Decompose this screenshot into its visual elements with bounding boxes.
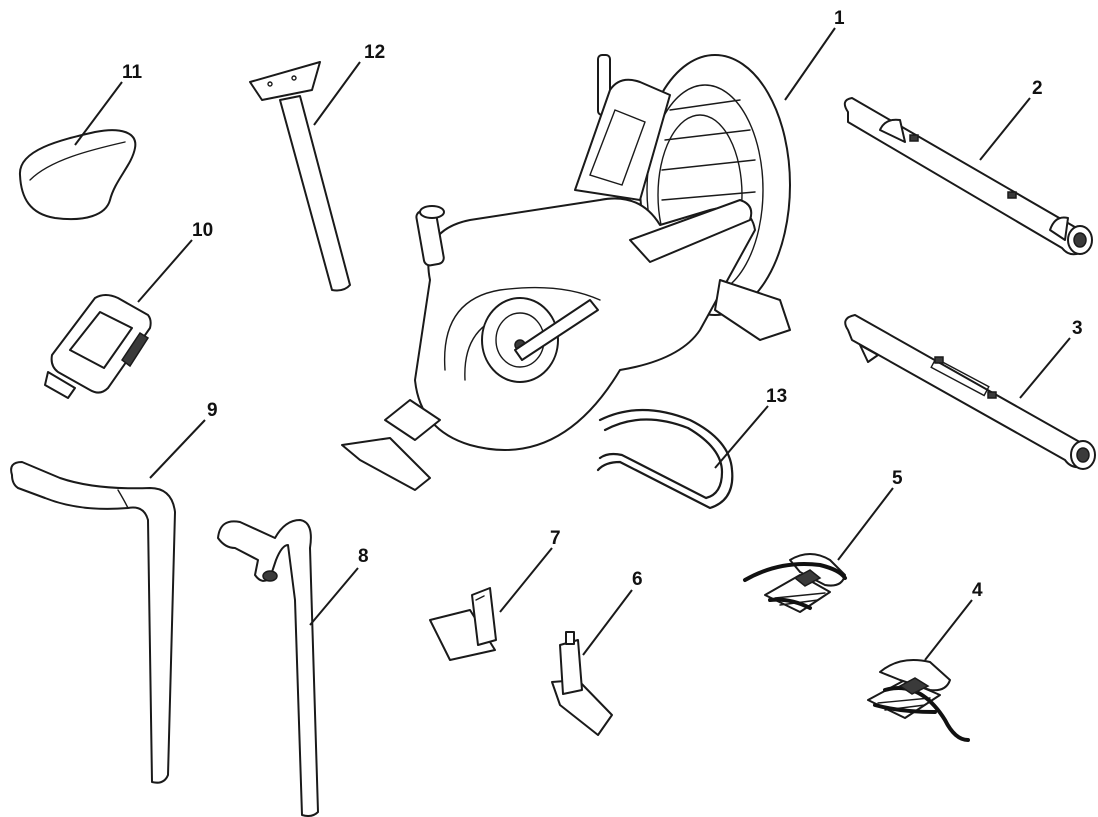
belt-part	[596, 408, 734, 510]
callout-4: 4	[972, 580, 983, 601]
callout-5: 5	[892, 468, 903, 489]
seat-post-part	[249, 61, 351, 292]
callout-13: 13	[766, 386, 787, 407]
leader-11	[74, 81, 123, 146]
pedal-right-part	[743, 553, 847, 613]
callout-8: 8	[358, 546, 369, 567]
leader-10	[137, 239, 193, 303]
front-stabilizer-part	[843, 97, 1093, 256]
callout-7: 7	[550, 528, 561, 549]
seat-part	[18, 129, 137, 221]
arm-connector-right-part	[551, 631, 613, 736]
callout-3: 3	[1072, 318, 1083, 339]
leader-7	[499, 547, 553, 613]
rear-stabilizer-part	[844, 314, 1096, 470]
pedal-left-part	[867, 659, 970, 742]
arm-connector-left-part	[429, 587, 497, 661]
leader-6	[582, 589, 633, 656]
callout-11: 11	[122, 62, 143, 83]
leader-5	[837, 487, 894, 561]
main-frame-part	[341, 54, 791, 491]
callout-9: 9	[207, 400, 218, 421]
leader-1	[784, 27, 836, 101]
leader-13	[714, 405, 769, 469]
leader-2	[979, 97, 1031, 161]
leader-9	[149, 419, 206, 479]
callout-12: 12	[364, 42, 385, 63]
leader-4	[924, 599, 973, 661]
callout-6: 6	[632, 569, 643, 590]
callout-10: 10	[192, 220, 213, 241]
handlebar-right-part	[217, 519, 319, 817]
callout-1: 1	[834, 8, 845, 29]
leader-8	[309, 567, 359, 626]
console-part	[44, 294, 152, 399]
leader-12	[313, 61, 361, 126]
handlebar-left-part	[10, 461, 176, 784]
leader-3	[1019, 337, 1071, 399]
callout-2: 2	[1032, 78, 1043, 99]
